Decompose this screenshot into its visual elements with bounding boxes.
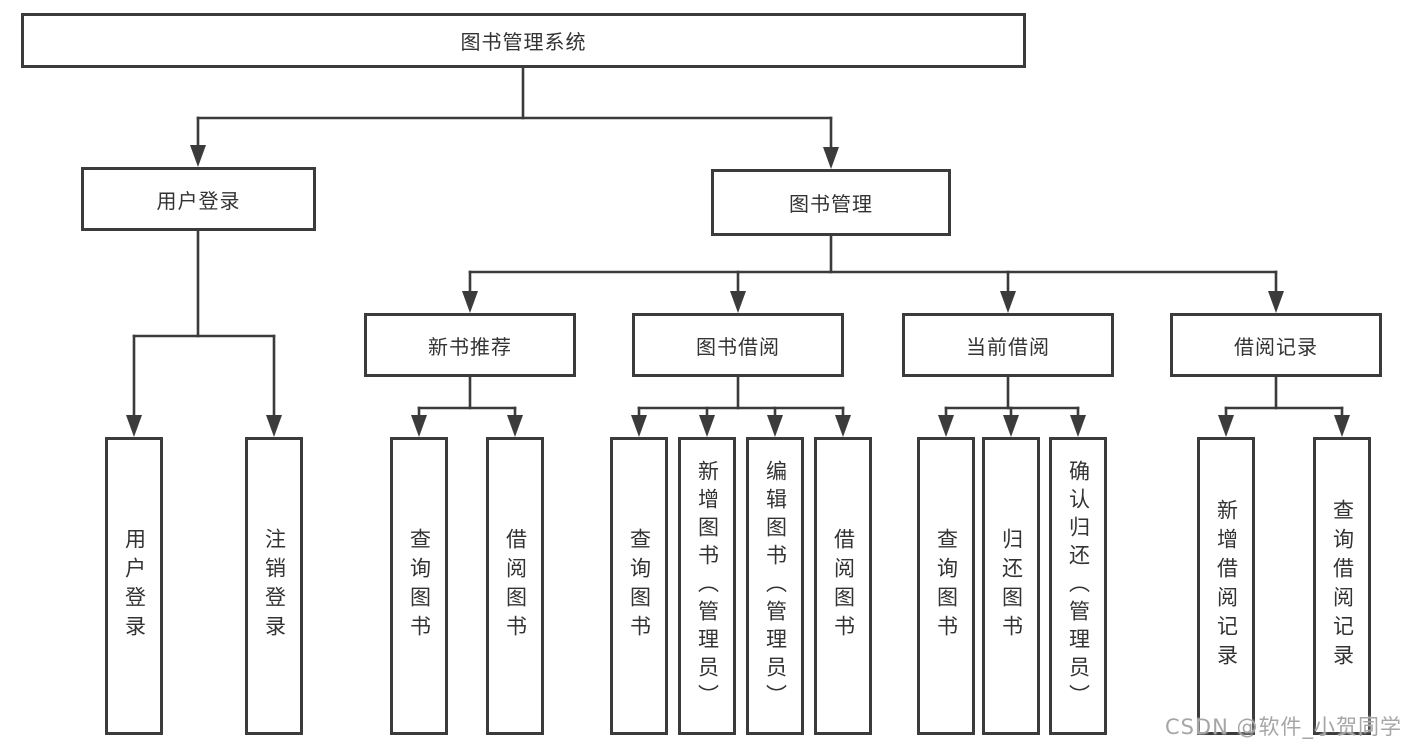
arrowhead-nb-query <box>411 415 427 437</box>
arrowhead-bb-borrow <box>835 415 851 437</box>
leaf-confirm-return-admin: 确认归还（管理员） <box>1049 437 1107 735</box>
arrowhead-cb-confirm <box>1070 415 1086 437</box>
arrowhead-nb-borrow <box>507 415 523 437</box>
arrowhead-records <box>1268 291 1284 313</box>
arrowhead-leaf-login <box>126 415 142 437</box>
leaf-query-books-current: 查询图书 <box>917 437 975 735</box>
leaf-borrow-books-recommend: 借阅图书 <box>486 437 544 735</box>
node-book-management: 图书管理 <box>711 169 951 236</box>
arrowhead-leaf-logout <box>266 415 282 437</box>
leaf-add-book-admin: 新增图书（管理员） <box>678 437 736 735</box>
leaf-query-books-recommend: 查询图书 <box>390 437 448 735</box>
arrowhead-rec-add <box>1218 415 1234 437</box>
arrowhead-cb-return <box>1003 415 1019 437</box>
arrowhead-book-management <box>823 147 839 169</box>
leaf-user-login: 用户登录 <box>105 437 163 735</box>
arrowhead-cb-query <box>938 415 954 437</box>
leaf-add-borrow-record: 新增借阅记录 <box>1197 437 1255 735</box>
watermark: CSDN @软件_小贺同学 <box>1164 715 1402 739</box>
node-book-borrowing: 图书借阅 <box>632 313 844 377</box>
arrowhead-current <box>1000 291 1016 313</box>
leaf-query-borrow-record: 查询借阅记录 <box>1313 437 1371 735</box>
leaf-query-books-borrowing: 查询图书 <box>610 437 668 735</box>
arrowhead-user-login <box>190 145 206 167</box>
leaf-logout: 注销登录 <box>245 437 303 735</box>
arrowhead-bb-edit <box>767 415 783 437</box>
node-root: 图书管理系统 <box>21 13 1026 68</box>
node-current-borrowing: 当前借阅 <box>902 313 1114 377</box>
arrowhead-bb-add <box>699 415 715 437</box>
leaf-return-book: 归还图书 <box>982 437 1040 735</box>
leaf-borrow-books-borrowing: 借阅图书 <box>814 437 872 735</box>
arrowhead-rec-query <box>1334 415 1350 437</box>
node-user-login: 用户登录 <box>81 167 316 231</box>
node-new-book-recommend: 新书推荐 <box>364 313 576 377</box>
arrowhead-bb-query <box>631 415 647 437</box>
node-borrow-records: 借阅记录 <box>1170 313 1382 377</box>
arrowhead-new-book <box>462 291 478 313</box>
arrowhead-borrowing <box>730 291 746 313</box>
leaf-edit-book-admin: 编辑图书（管理员） <box>746 437 804 735</box>
